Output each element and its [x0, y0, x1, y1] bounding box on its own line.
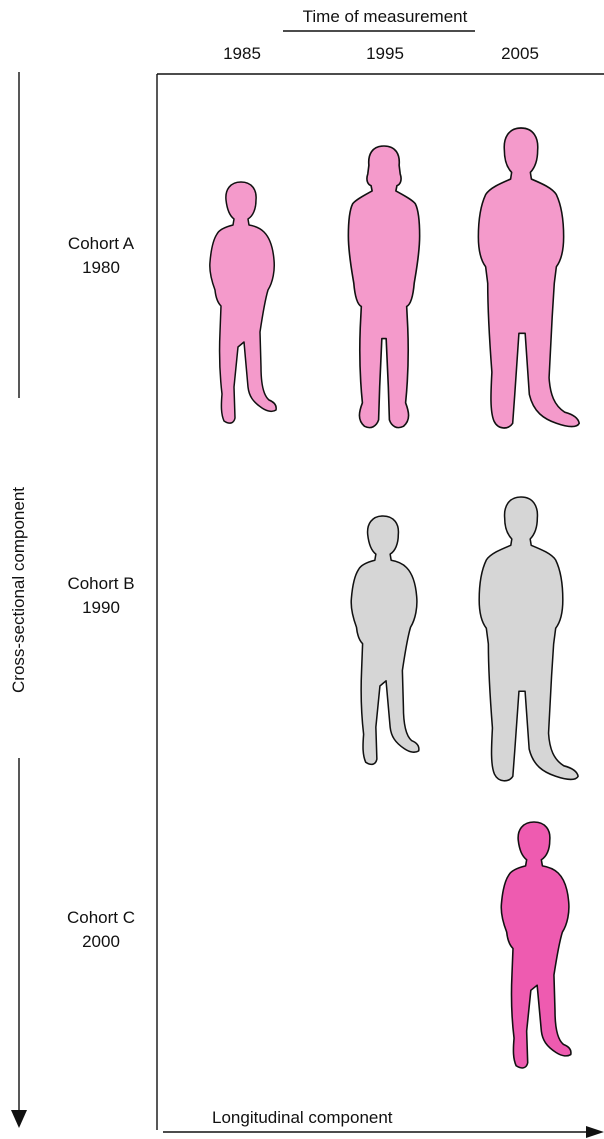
figure-cohort-a-2005	[478, 128, 579, 428]
figure-cohort-b-2005	[479, 497, 578, 781]
figure-cohort-c-2005	[501, 822, 571, 1068]
figure-cohort-a-1995	[348, 146, 419, 428]
longitudinal-arrowhead	[586, 1126, 604, 1138]
figure-cohort-a-1985	[210, 182, 276, 423]
figure-cohort-b-1995	[351, 516, 419, 764]
cross-sectional-arrowhead	[11, 1110, 27, 1128]
